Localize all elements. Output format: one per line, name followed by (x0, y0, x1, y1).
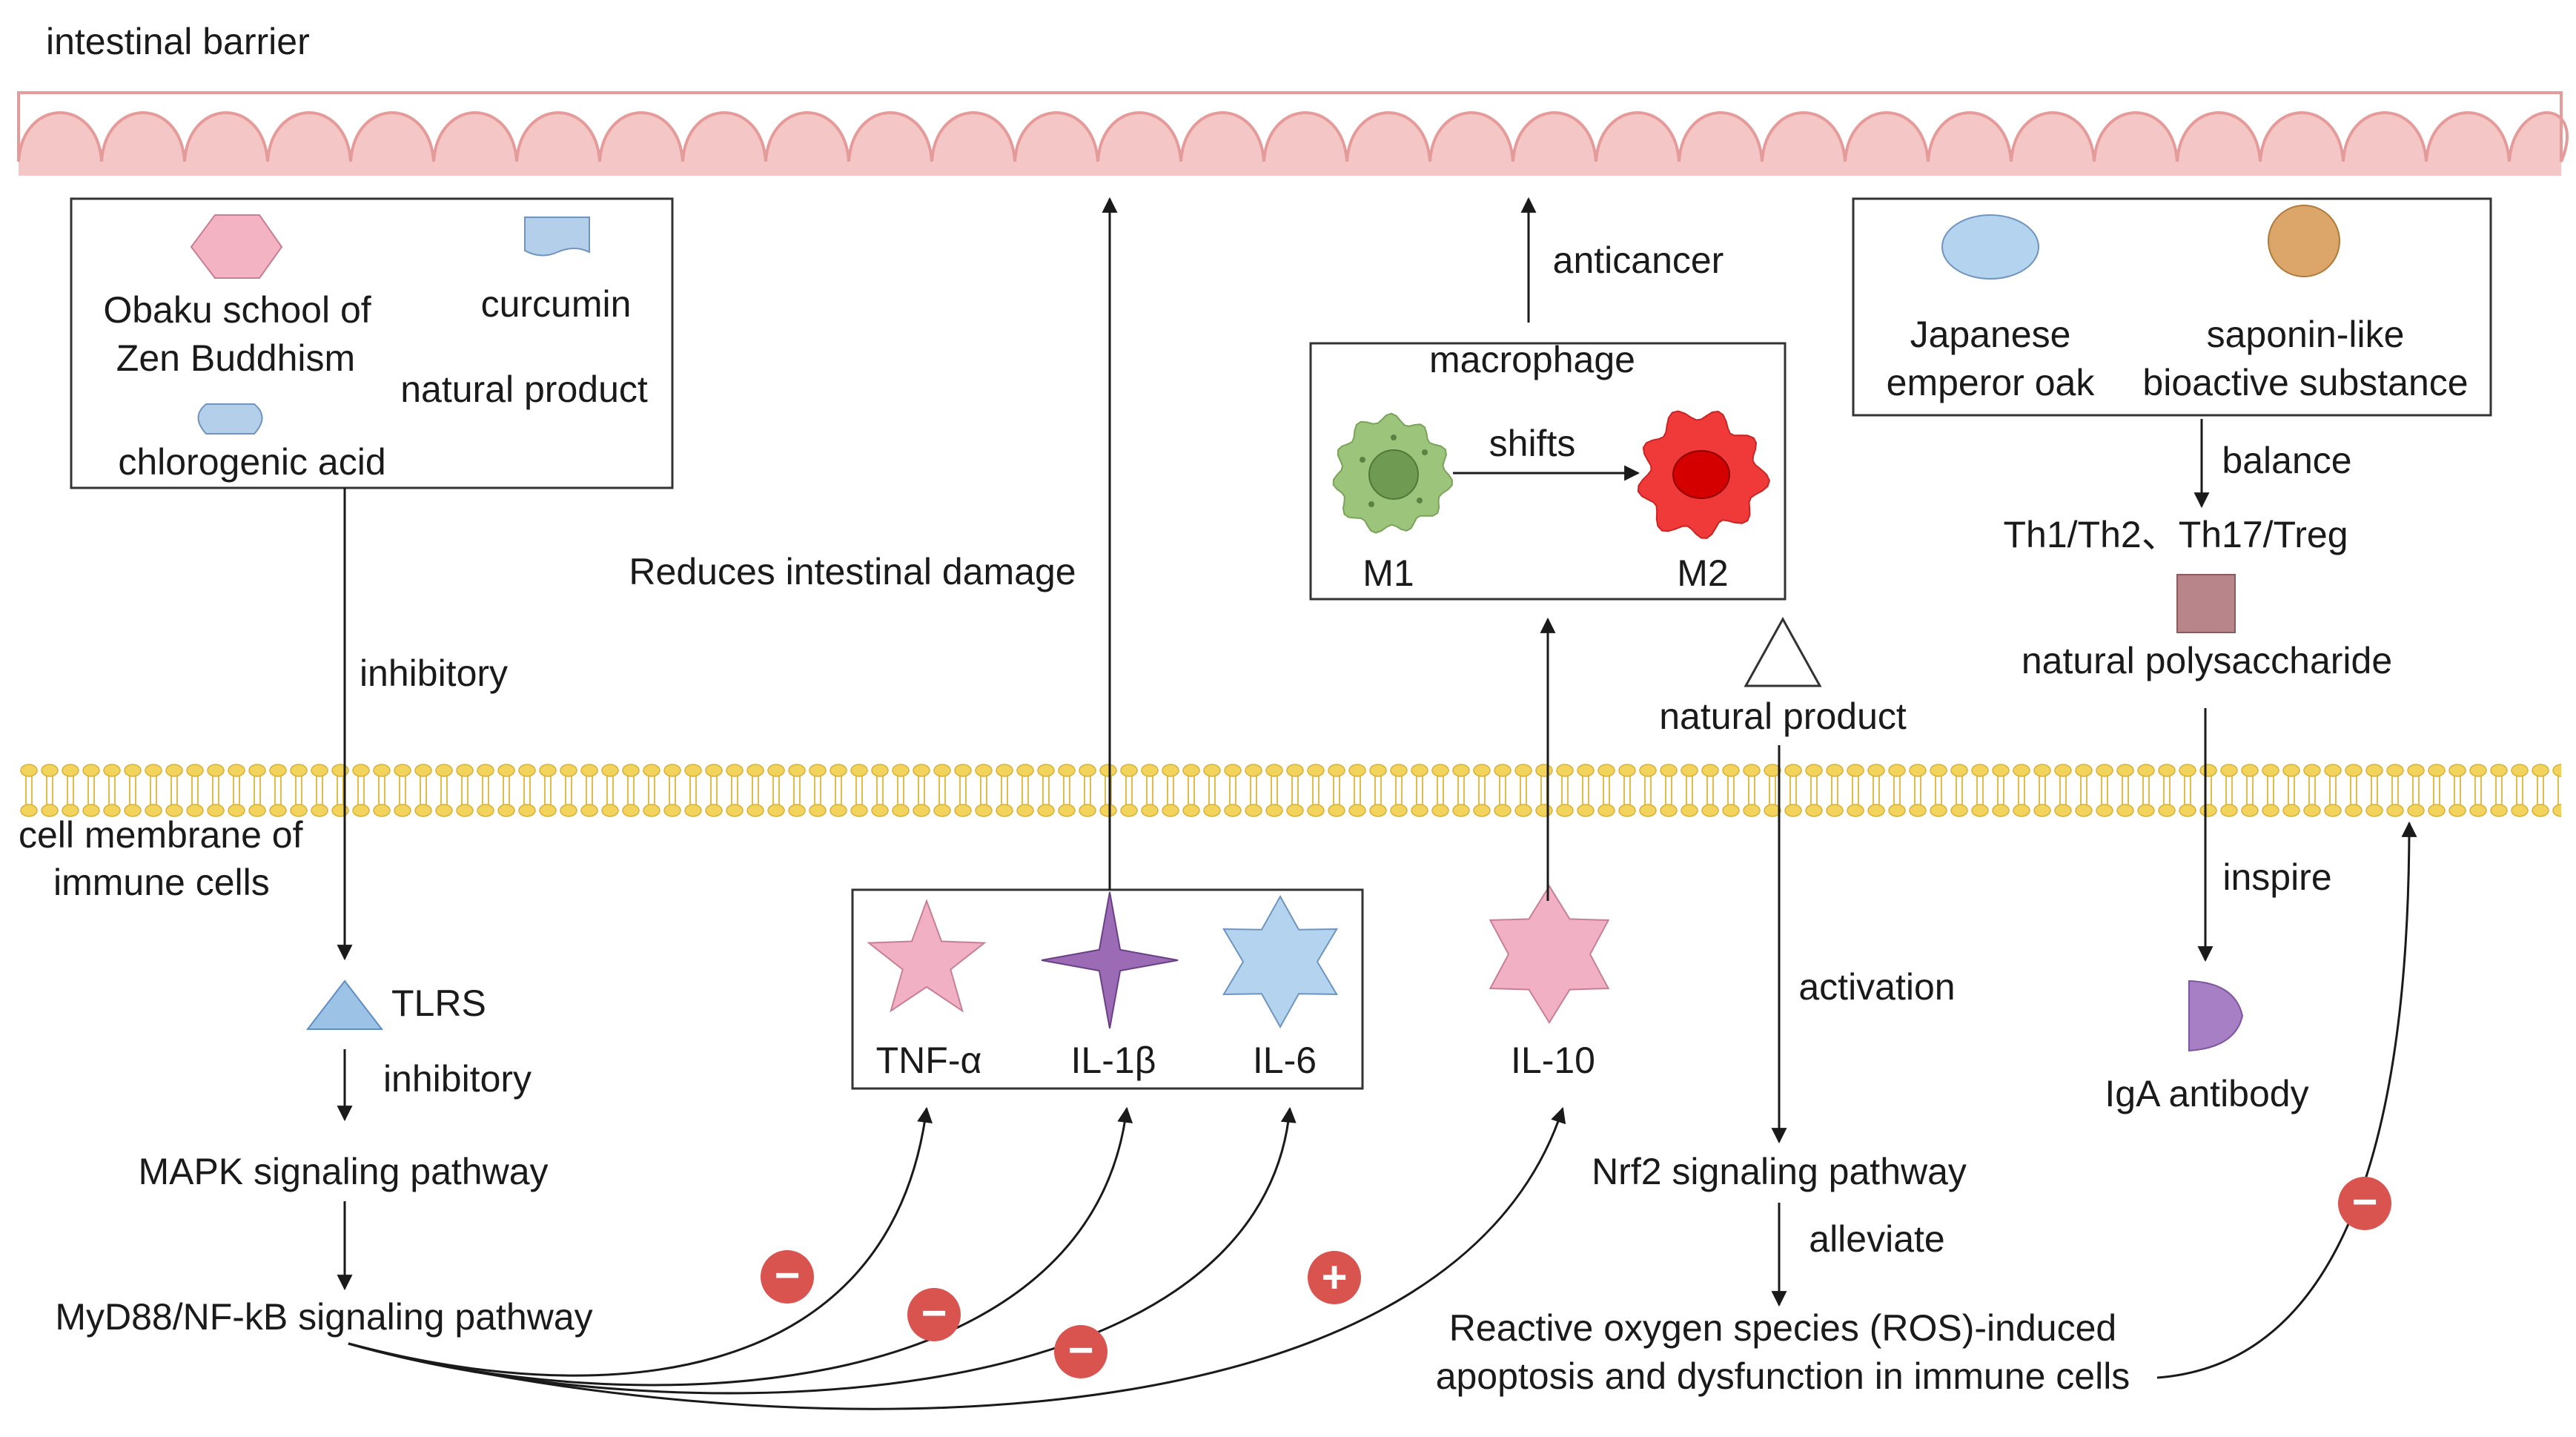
obaku-hexagon-icon (190, 214, 283, 279)
m1-macrophage-icon (1332, 412, 1453, 534)
minus-sign-il6: − (1067, 1325, 1093, 1375)
inhibitory-label-1: inhibitory (360, 653, 508, 694)
th-balance-label: Th1/Th2、Th17/Treg (2003, 514, 2348, 555)
zen-label: Zen Buddhism (116, 337, 355, 379)
il10-star-icon (1489, 885, 1610, 1024)
plus-sign-il10: + (1321, 1252, 1347, 1302)
natural-product-box (70, 197, 674, 489)
inspire-label: inspire (2222, 856, 2331, 898)
ros-label-2: apoptosis and dysfunction in immune cell… (1436, 1355, 2130, 1397)
japanese-label-2: emperor oak (1887, 362, 2096, 403)
minus-badge-tnf (761, 1250, 814, 1304)
barrier-wave (17, 91, 2569, 162)
natural-product-box-label: natural product (400, 369, 648, 410)
minus-badge-il1b (907, 1288, 961, 1341)
reduces-damage-label: Reduces intestinal damage (629, 551, 1076, 592)
oak-saponin-box (1852, 197, 2492, 417)
minus-badge-il6 (1054, 1325, 1107, 1378)
il6-label: IL-6 (1253, 1040, 1317, 1081)
cell-membrane-label-1: cell membrane of (19, 814, 303, 856)
cell-membrane (19, 764, 2561, 817)
tnf-star-icon (867, 899, 987, 1013)
curcumin-label: curcumin (481, 283, 632, 325)
macrophage-label: macrophage (1429, 339, 1635, 380)
tlrs-triangle-icon (305, 980, 384, 1030)
saponin-label-2: bioactive substance (2142, 362, 2468, 403)
tnf-label: TNF-α (876, 1040, 982, 1081)
intestinal-barrier-label: intestinal barrier (46, 21, 310, 62)
curve-to-il1b (348, 1106, 1133, 1387)
japanese-label-1: Japanese (1910, 314, 2071, 355)
shifts-label: shifts (1489, 423, 1576, 464)
inhibitory-label-2: inhibitory (383, 1058, 532, 1100)
balance-label: balance (2222, 440, 2351, 481)
anticancer-label: anticancer (1553, 240, 1724, 281)
obaku-label: Obaku school of (103, 289, 371, 331)
natural-product-triangle-icon (1744, 616, 1822, 687)
activation-label: activation (1798, 966, 1955, 1008)
cytokine-box (851, 888, 1364, 1090)
m1-label: M1 (1363, 552, 1414, 594)
il1b-label: IL-1β (1071, 1040, 1156, 1081)
il6-star-icon (1222, 894, 1338, 1029)
tlrs-label: TLRS (391, 982, 486, 1024)
m2-macrophage-icon (1637, 410, 1770, 539)
japanese-oak-ellipse-icon (1941, 214, 2039, 280)
minus-sign-il1b: − (921, 1288, 947, 1338)
polysaccharide-label: natural polysaccharide (2022, 640, 2392, 681)
alleviate-label: alleviate (1809, 1218, 1944, 1260)
intestinal-barrier (17, 91, 2569, 176)
myd88-pathway-label: MyD88/NF-kB signaling pathway (55, 1296, 592, 1338)
iga-antibody-label: IgA antibody (2105, 1073, 2308, 1114)
nrf2-pathway-label: Nrf2 signaling pathway (1592, 1151, 1967, 1192)
saponin-circle-icon (2268, 205, 2340, 277)
minus-sign-ros: − (2351, 1177, 2377, 1226)
cell-membrane-label-2: immune cells (53, 862, 270, 903)
curcumin-document-icon (524, 217, 590, 257)
chlorogenic-acid-icon (197, 403, 263, 435)
mapk-pathway-label: MAPK signaling pathway (138, 1151, 548, 1192)
il10-label: IL-10 (1511, 1040, 1595, 1081)
m2-label: M2 (1677, 552, 1728, 594)
plus-badge-il10 (1308, 1251, 1361, 1304)
curve-to-tnf (348, 1106, 933, 1377)
macrophage-box (1309, 342, 1787, 601)
il1b-star-icon (1041, 891, 1179, 1029)
ros-label-1: Reactive oxygen species (ROS)-induced (1449, 1307, 2116, 1349)
curve-to-il10 (348, 1107, 1566, 1410)
polysaccharide-square-icon (2176, 574, 2236, 633)
natural-product-label-2: natural product (1659, 696, 1907, 737)
minus-badge-ros (2338, 1177, 2391, 1230)
minus-sign-tnf: − (774, 1250, 800, 1300)
saponin-label-1: saponin-like (2207, 314, 2405, 355)
chlorogenic-acid-label: chlorogenic acid (118, 441, 385, 483)
iga-antibody-icon (2188, 980, 2244, 1052)
